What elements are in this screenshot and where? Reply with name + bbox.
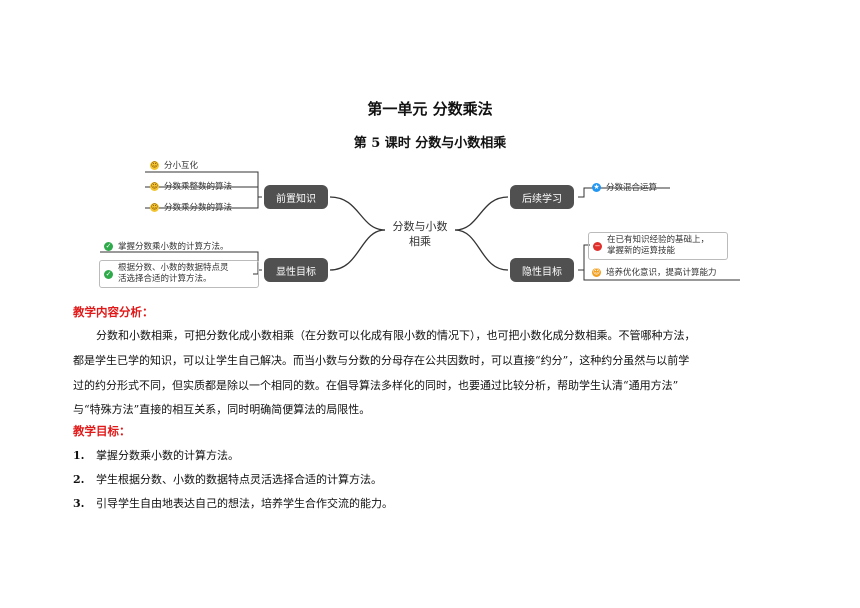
goal-item-3-number: 3. [73,497,85,510]
good-icon: ☺ [592,267,601,277]
leaf-prereq-1: ☺ 分小互化 [150,159,198,171]
leaf-prereq-3: ☺ 分数乘分数的算法 [150,201,232,213]
star-icon: ★ [592,182,601,192]
mind-map: 分数与小数 相乘 前置知识 显性目标 ☺ 分小互化 ☺ 分数乘整数的算法 ☺ 分… [0,150,860,290]
goal-item-3: 3. 引导学生自由地表达自己的想法，培养学生合作交流的能力。 [73,495,393,511]
leaf-explicit-1-text: 掌握分数乘小数的计算方法。 [118,242,229,252]
leaf-prereq-3-text: 分数乘分数的算法 [164,203,233,213]
goal-item-1-number: 1. [73,449,85,462]
node-follow-up: 后续学习 [510,185,574,209]
check-icon: ✓ [104,269,113,279]
goal-item-1-text: 掌握分数乘小数的计算方法。 [96,449,239,462]
analysis-line-3: 过的约分形式不同，但实质都是除以一个相同的数。在倡导算法多样化的同时，也要通过比… [73,378,679,392]
mindmap-center: 分数与小数 相乘 [385,219,455,249]
smile-icon: ☺ [150,202,159,212]
leaf-explicit-1: ✓ 掌握分数乘小数的计算方法。 [104,240,229,252]
node-explicit-goal: 显性目标 [264,258,328,282]
leaf-implicit-1-line1: 在已有知识经验的基础上， [607,235,710,245]
leaf-implicit-2: ☺ 培养优化意识，提高计算能力 [592,266,717,278]
page-title: 第一单元 分数乘法 [367,100,493,118]
lesson-subtitle: 第 5 课时 分数与小数相乘 [353,136,507,151]
node-implicit-goal: 隐性目标 [510,258,574,282]
mindmap-center-line2: 相乘 [409,235,431,248]
leaf-explicit-2-line2: 活选择合适的计算方法。 [118,274,212,284]
leaf-prereq-2: ☺ 分数乘整数的算法 [150,180,232,192]
leaf-implicit-1-line2: 掌握新的运算技能 [607,246,676,256]
check-icon: ✓ [104,241,113,251]
node-prerequisite: 前置知识 [264,185,328,209]
analysis-line-2: 都是学生已学的知识，可以让学生自己解决。而当小数与分数的分母存在公共因数时，可以… [73,353,690,367]
goal-item-1: 1. 掌握分数乘小数的计算方法。 [73,447,239,463]
leaf-prereq-2-text: 分数乘整数的算法 [164,182,233,192]
mind-map-connectors [100,171,740,281]
minus-icon: − [593,241,602,251]
leaf-implicit-1: − 在已有知识经验的基础上， 掌握新的运算技能 [588,232,728,260]
mindmap-center-line1: 分数与小数 [392,220,448,233]
analysis-heading: 教学内容分析： [73,305,154,319]
leaf-followup-1-text: 分数混合运算 [606,183,658,193]
goals-heading: 教学目标： [73,424,131,438]
leaf-implicit-2-text: 培养优化意识，提高计算能力 [606,268,717,278]
connector-center-prereq [329,196,386,231]
connector-center-followup [454,196,509,231]
analysis-line-1: 分数和小数相乘，可把分数化成小数相乘（在分数可以化成有限小数的情况下），也可把小… [96,329,696,342]
leaf-followup-1: ★ 分数混合运算 [592,181,657,193]
goal-item-2: 2. 学生根据分数、小数的数据特点灵活选择合适的计算方法。 [73,471,382,487]
analysis-line-4: 与“特殊方法”直接的相互关系，同时明确简便算法的局限性。 [73,403,371,417]
analysis-paragraph: 分数和小数相乘，可把分数化成小数相乘（在分数可以化成有限小数的情况下），也可把小… [73,324,779,423]
goal-item-3-text: 引导学生自由地表达自己的想法，培养学生合作交流的能力。 [96,497,393,510]
smile-icon: ☺ [150,181,159,191]
smile-icon: ☺ [150,160,159,170]
leaf-explicit-2: ✓ 根据分数、小数的数据特点灵 活选择合适的计算方法。 [99,260,259,288]
leaf-prereq-1-text: 分小互化 [164,161,199,171]
goal-item-2-number: 2. [73,473,85,486]
connector-center-implicit [454,229,509,271]
goal-item-2-text: 学生根据分数、小数的数据特点灵活选择合适的计算方法。 [96,473,382,486]
connector-center-explicit [329,229,386,271]
leaf-explicit-2-line1: 根据分数、小数的数据特点灵 [118,263,229,273]
